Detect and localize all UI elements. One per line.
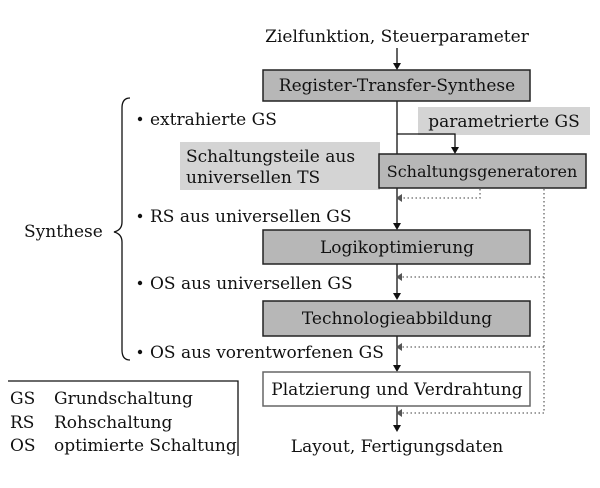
legend-abbr-gs: GS [10,389,35,409]
dotted-arrowhead-2 [396,273,402,281]
ts-highlight [180,142,380,190]
legend-frame [8,380,239,456]
ts-label-line2: universellen TS [186,168,320,188]
synthesis-brace [113,97,131,361]
synthesis-label: Synthese [24,222,103,242]
arrowhead-generators [451,147,459,154]
logic-label: Logikoptimierung [320,238,474,258]
techmap-box [262,300,531,337]
legend-text-gs: Grundschaltung [54,389,193,409]
bullet-4 [137,349,143,355]
dotted-arrowhead-3 [396,343,402,351]
bullet-2 [137,213,143,219]
synthesis-item-2: RS aus universellen GS [150,207,352,227]
arrowhead-input [393,63,401,70]
flow-input-label: Zielfunktion, Steuerparameter [265,27,530,47]
bullet-3 [137,280,143,286]
flow-output-label: Layout, Fertigungsdaten [291,437,503,457]
techmap-label: Technologieabbildung [302,309,492,329]
logic-box [262,229,531,265]
legend-text-rs: Rohschaltung [54,413,172,433]
line-to-generators [397,133,456,148]
synthesis-item-1: extrahierte GS [150,110,277,130]
arrowhead-techmap [393,293,401,300]
ts-label-line1: Schaltungsteile aus [186,147,355,167]
dotted-generators-to-logic [402,189,481,199]
arrowhead-output [393,425,401,432]
arrowhead-pnr [393,365,401,372]
dotted-generators-right-rail [402,189,545,414]
generators-box [378,153,587,189]
bullet-1 [137,116,143,122]
rts-box [262,69,531,102]
dotted-arrowhead-1 [396,194,402,202]
legend-abbr-rs: RS [10,413,34,433]
pnr-label: Platzierung und Verdrahtung [271,380,523,400]
pnr-box [262,371,531,407]
dotted-arrowhead-4 [396,409,402,417]
synthesis-item-3: OS aus universellen GS [150,274,353,294]
parametrized-gs-label: parametrierte GS [428,112,580,132]
generators-label: Schaltungsgeneratoren [387,162,578,181]
parametrized-gs-highlight [418,107,590,135]
synthesis-item-4: OS aus vorentworfenen GS [150,343,384,363]
rts-label: Register-Transfer-Synthese [279,76,515,96]
legend-text-os: optimierte Schaltung [54,436,237,456]
arrowhead-logic [393,223,401,230]
legend-abbr-os: OS [10,436,36,456]
